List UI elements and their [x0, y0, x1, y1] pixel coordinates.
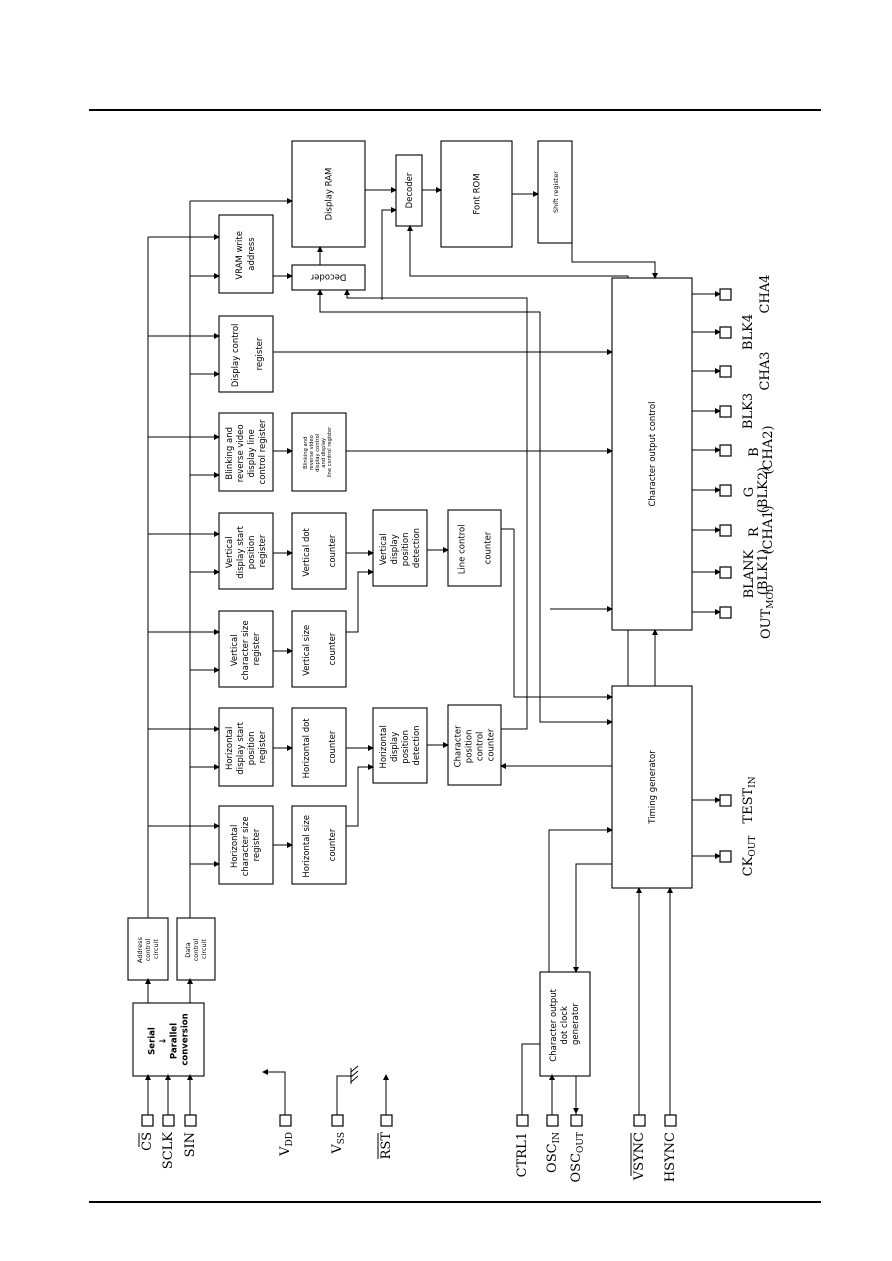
line-ctrl-counter-label: Line control counter — [458, 522, 494, 575]
decoder-small-label: Decoder — [310, 272, 346, 282]
wires — [147, 189, 720, 1115]
pin-cs-label: CS — [140, 1132, 155, 1151]
v-disp-start-reg-label: Vertical display start position register — [225, 523, 268, 578]
decoder-mid-label: Decoder — [405, 172, 415, 208]
header-rule — [89, 109, 821, 111]
pin-g-label: G (BLK2) — [742, 467, 771, 513]
shift-register-label: Shift register — [552, 171, 560, 213]
pin-testin-label: TESTIN — [741, 776, 758, 823]
pin-ctrl1-label: CTRL1 — [515, 1132, 530, 1177]
dot-clock-gen-label: Character output dot clock generator — [549, 986, 581, 1061]
pin-r-label: R (CHA1) — [747, 505, 776, 554]
v-char-size-reg-label: Vertical character size register — [230, 618, 262, 681]
pin-blank-label: BLANK (BLK1) — [742, 546, 771, 599]
serial-parallel-label: Serial ↓ Parallel conversion — [148, 1013, 191, 1065]
vram-write-addr-label: VRAM write address — [235, 228, 257, 279]
display-ctrl-reg-label: Display control register — [231, 321, 265, 387]
data-control-label: Data control circuit — [184, 937, 208, 962]
char-output-control-label: Character output control — [648, 402, 658, 507]
pin-blk4-label: BLK4 — [741, 314, 756, 350]
pin-pads — [141, 288, 732, 1127]
h-disp-pos-det-label: Horizontal display position detection — [379, 722, 422, 768]
pin-hsync-label: HSYNC — [663, 1132, 678, 1182]
h-size-counter-label: Horizontal size counter — [302, 812, 338, 877]
v-size-counter-label: Vertical size counter — [302, 622, 338, 676]
blink-rev-reg2-label: Blinking and reverse video display contr… — [303, 426, 333, 478]
pin-vdd-label: VDD — [278, 1132, 295, 1157]
left-pin-labels: CS SCLK SIN VDD VSS RST CTRL1 OSCIN OSCO… — [138, 1132, 678, 1182]
blocks — [127, 140, 693, 1077]
pin-sclk-label: SCLK — [161, 1132, 176, 1169]
timing-generator-label: Timing generator — [648, 750, 658, 825]
pin-sin-label: SIN — [183, 1132, 198, 1157]
pin-oscout-label: OSCOUT — [569, 1132, 586, 1182]
pin-b-label: B (CHA2) — [747, 425, 776, 474]
h-disp-start-reg-label: Horizontal display start position regist… — [225, 719, 268, 774]
pin-vss-label: VSS — [330, 1132, 347, 1155]
pin-cha4-label: CHA4 — [758, 275, 773, 314]
pin-blk3-label: BLK3 — [741, 393, 756, 429]
display-ram-label: Display RAM — [325, 168, 335, 221]
pin-ckout-label: CKOUT — [741, 836, 758, 877]
pin-rst-label: RST — [379, 1132, 394, 1160]
char-pos-ctrl-counter-label: Character position control counter — [454, 723, 497, 768]
arrowheads — [145, 187, 721, 1114]
h-char-size-reg-label: Horizontal character size register — [230, 814, 262, 877]
v-dot-counter-label: Vertical dot counter — [302, 525, 338, 576]
v-disp-pos-det-label: Vertical display position detection — [379, 528, 422, 568]
address-control-label: Address control circuit — [136, 935, 160, 963]
h-dot-counter-label: Horizontal dot counter — [302, 716, 338, 779]
pin-outmod-label: OUTMOD — [759, 585, 776, 639]
pin-oscin-label: OSCIN — [545, 1132, 562, 1173]
pin-cha3-label: CHA3 — [758, 352, 773, 391]
right-pin-labels: CKOUT TESTIN OUTMOD BLANK (BLK1) R (CHA1… — [741, 275, 776, 877]
font-rom-label: Font ROM — [473, 173, 483, 214]
block-labels: Serial ↓ Parallel conversion Address con… — [136, 168, 658, 1066]
pin-vsync-label: VSYNC — [632, 1132, 647, 1181]
blink-rev-reg-label: Blinking and reverse video display line … — [225, 419, 268, 484]
footer-rule — [89, 1201, 821, 1203]
